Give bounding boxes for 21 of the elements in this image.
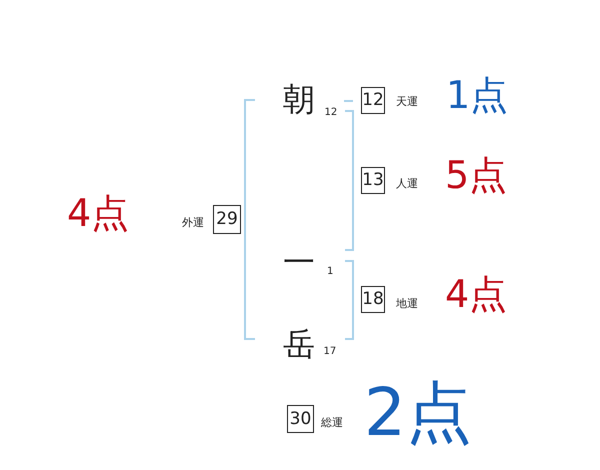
fortune-label: 人運 bbox=[396, 178, 418, 188]
number-box: 30 bbox=[287, 405, 314, 433]
score-text: 4点 bbox=[67, 194, 130, 232]
score-text: 1点 bbox=[446, 76, 508, 114]
stroke-count: 12 bbox=[324, 108, 338, 118]
score-text: 4点 bbox=[445, 275, 508, 313]
fortune-label: 総運 bbox=[321, 416, 343, 428]
fortune-label: 外運 bbox=[182, 216, 204, 228]
number-box: 29 bbox=[213, 205, 241, 234]
score-text: 5点 bbox=[445, 156, 508, 194]
name-character: 岳 bbox=[283, 328, 315, 360]
stroke-count: 17 bbox=[324, 347, 336, 357]
stroke-count: 1 bbox=[327, 267, 334, 277]
number-box: 13 bbox=[361, 167, 385, 194]
fortune-label: 地運 bbox=[396, 298, 418, 308]
name-character: 一 bbox=[283, 246, 315, 278]
name-character: 朝 bbox=[283, 83, 315, 115]
number-box: 12 bbox=[361, 87, 385, 114]
number-box: 18 bbox=[361, 286, 385, 313]
score-text: 2点 bbox=[364, 380, 472, 446]
fortune-label: 天運 bbox=[396, 96, 418, 106]
